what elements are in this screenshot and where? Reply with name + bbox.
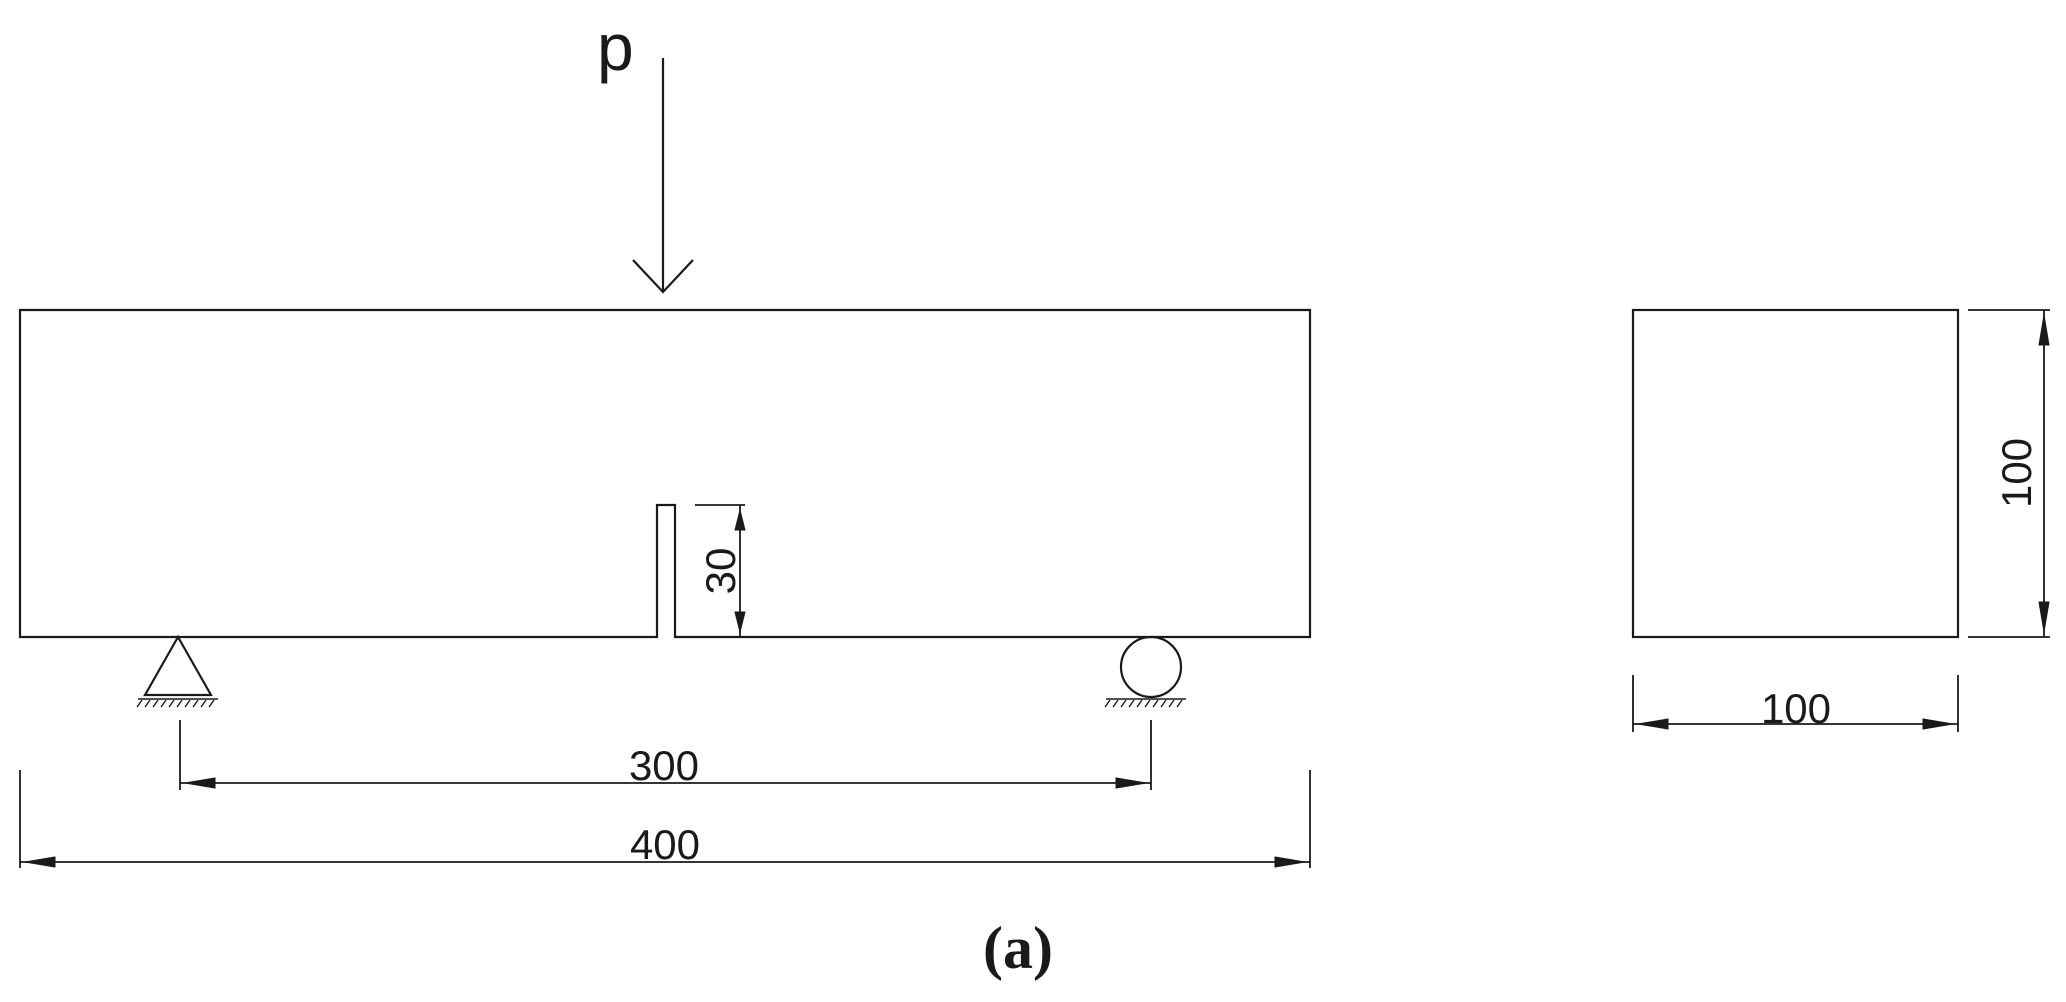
span-label: 300	[629, 742, 699, 789]
section-height-label: 100	[1993, 438, 2040, 508]
length-label: 400	[630, 821, 700, 868]
span-dimension	[179, 720, 1152, 790]
roller-support	[1104, 635, 1186, 708]
section-width-dimension	[1632, 675, 1959, 732]
section-width-label: 100	[1761, 685, 1831, 732]
beam-outline	[18, 308, 1312, 639]
cross-section	[1631, 308, 1960, 639]
notch-depth-label: 30	[697, 548, 744, 595]
section-height-dimension	[1968, 309, 2050, 638]
load-arrow	[632, 58, 694, 294]
figure-caption: (a)	[983, 915, 1053, 981]
length-dimension	[19, 770, 1311, 868]
notch-depth-dimension	[695, 504, 746, 637]
pin-support	[136, 634, 218, 708]
load-label: p	[597, 10, 634, 84]
